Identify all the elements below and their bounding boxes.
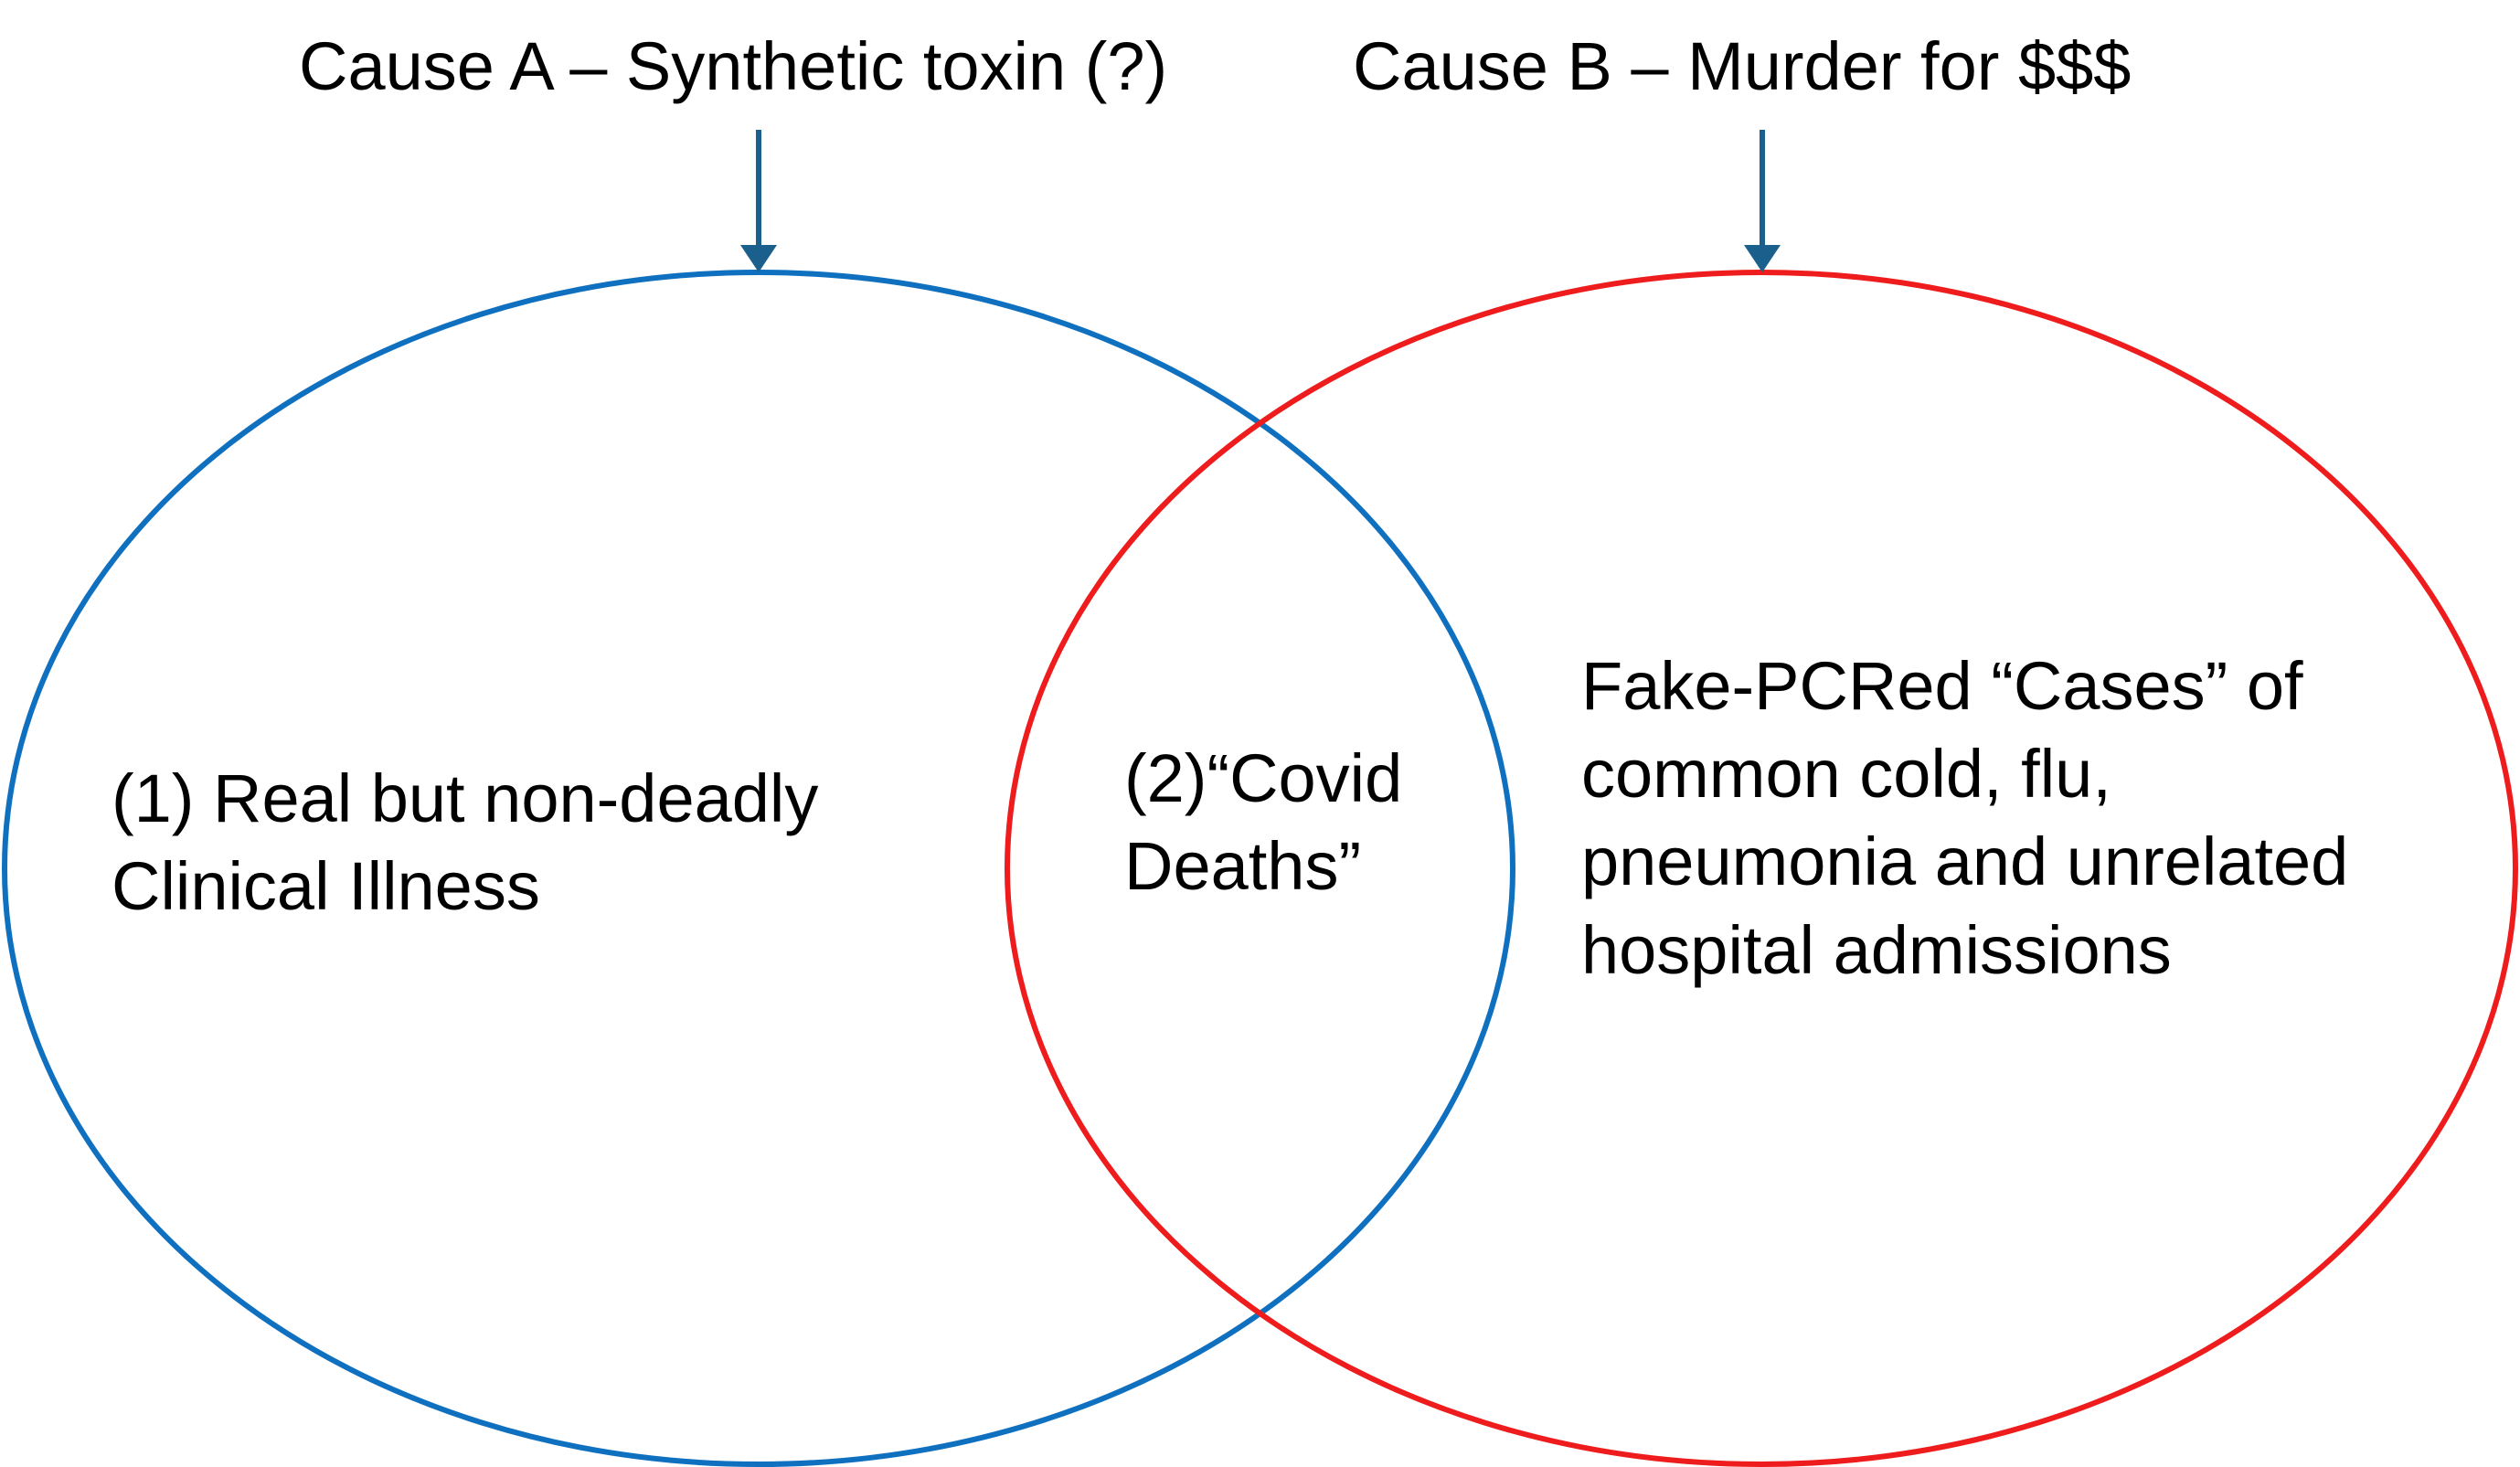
set-b-label-line: common cold, flu, bbox=[1581, 736, 2111, 813]
set-b-label-line: hospital admissions bbox=[1581, 911, 2172, 988]
set-b-label-line: Fake-PCRed “Cases” of bbox=[1581, 648, 2303, 724]
set-b-ellipse bbox=[1005, 270, 2518, 1467]
intersection-label: (2)“Covid Deaths” bbox=[1124, 735, 1402, 910]
set-a-label-line: Clinical Illness bbox=[112, 848, 540, 925]
set-b-label-line: pneumonia and unrelated bbox=[1581, 824, 2349, 900]
cause-a-arrow bbox=[740, 130, 777, 272]
cause-a-label: Cause A – Synthetic toxin (?) bbox=[299, 28, 1168, 104]
set-b-label: Fake-PCRed “Cases” of common cold, flu, … bbox=[1581, 643, 2348, 994]
cause-b-label: Cause B – Murder for $$$ bbox=[1353, 28, 2132, 104]
intersection-label-line: Deaths” bbox=[1124, 828, 1362, 905]
cause-b-arrow bbox=[1744, 130, 1781, 272]
set-a-label: (1) Real but non-deadly Clinical Illness bbox=[112, 755, 818, 930]
set-a-label-line: (1) Real but non-deadly bbox=[112, 760, 819, 836]
intersection-label-line: (2)“Covid bbox=[1124, 740, 1403, 816]
